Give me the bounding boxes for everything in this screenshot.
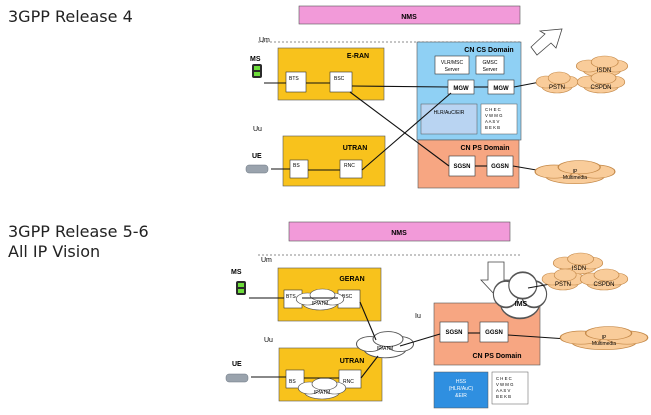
sgsn-box-r5 [439, 321, 469, 343]
ms-label-r5: MS [231, 269, 242, 276]
interface-iu-r5: Iu [415, 313, 421, 320]
bts-label-r4: BTS [289, 76, 299, 82]
ms-device-r4: MS [250, 56, 262, 78]
ue-device-r5: UE [225, 361, 249, 383]
hlr-label-r4: HLR/AuC/EIR [434, 110, 465, 116]
gmsc-label-r4-1: GMSC [483, 60, 498, 66]
gmsc-label-r4-2: Server [483, 67, 498, 73]
hss-label-r5-3: &EIR [455, 393, 467, 399]
cspdn-label-r4: CSPDN [590, 85, 611, 91]
nms-bar-r5 [288, 221, 511, 242]
ps-domain-title-r4: CN PS Domain [460, 145, 509, 152]
matrix-row-r5-3: A A S V [496, 388, 510, 393]
isdn-label-r5: ISDN [572, 266, 586, 272]
ggsn-label-r4: GGSN [491, 164, 509, 170]
core-ipatm-label: IP/ATM [377, 346, 393, 352]
ip-multimedia-label-r4-2: Multimedia [563, 175, 587, 181]
bs-label-r5: BS [289, 379, 296, 385]
bsc-label-r5: BSC [342, 294, 353, 300]
vlr-box-r4 [434, 55, 470, 75]
gmsc-box-r4 [475, 55, 505, 75]
sgsn-label-r4: SGSN [453, 164, 470, 170]
mgw-left-label-r4: MGW [453, 86, 469, 92]
bts-label-r5: BTS [286, 294, 296, 300]
hss-label-r5-2: (HLR/AuC) [449, 386, 474, 392]
bsc-box-r4 [329, 71, 353, 93]
ims-label: IMS [515, 301, 528, 308]
ue-label-r5: UE [232, 361, 242, 368]
interface-um-r4: Um [259, 37, 270, 44]
ggsn-label-r5: GGSN [485, 330, 503, 336]
isdn-label-r4: ISDN [597, 68, 611, 74]
bsc-label-r4: BSC [334, 76, 345, 82]
cspdn-label-r5: CSPDN [593, 282, 614, 288]
hlr-box-r4 [420, 103, 478, 135]
utran-title-r4: UTRAN [343, 145, 368, 152]
cs-domain-title-r4: CN CS Domain [464, 47, 513, 54]
release4-title: 3GPP Release 4 [8, 7, 133, 26]
bs-label-r4: BS [293, 163, 300, 169]
ue-label-r4: UE [252, 153, 262, 160]
vlr-label-r4-1: VLR/MSC [441, 60, 464, 66]
vlr-label-r4-2: Server [445, 67, 460, 73]
interface-um-r5: Um [261, 257, 272, 264]
ggsn-box-r5 [479, 321, 509, 343]
rnc-box-r5 [338, 369, 362, 389]
ip-multimedia-label-r5-2: Multimedia [592, 341, 616, 347]
pstn-label-r5: PSTN [555, 282, 571, 288]
eran-title-r4: E-RAN [347, 53, 369, 60]
interface-uu-r4: Uu [253, 126, 262, 133]
matrix-row-r4-4: B E K B [485, 125, 500, 130]
links-r5 [249, 282, 583, 379]
matrix-row-r5-4: B E K B [496, 394, 511, 399]
node-matrix-r4 [480, 103, 518, 135]
callout-arrow-r4 [530, 28, 563, 56]
matrix-row-r4-2: V W M G [485, 113, 503, 118]
bs-box-r5 [285, 369, 305, 389]
mgw-right-label-r4: MGW [493, 86, 509, 92]
matrix-row-r4-1: C H E C [485, 107, 501, 112]
geran-title-r5: GERAN [339, 276, 364, 283]
matrix-row-r5-2: V W M G [496, 382, 514, 387]
ip-multimedia-label-r5-1: IP [602, 335, 607, 341]
utran-title-r5: UTRAN [340, 358, 365, 365]
matrix-row-r4-3: A A S V [485, 119, 499, 124]
utran-ipatm-label: IP/ATM [314, 390, 330, 396]
matrix-row-r5-1: C H E C [496, 376, 512, 381]
ip-multimedia-label-r4-1: IP [573, 169, 578, 175]
rnc-label-r4: RNC [344, 163, 355, 169]
rnc-label-r5: RNC [343, 379, 354, 385]
links-r4 [264, 81, 549, 173]
release5-title: 3GPP Release 5-6 [8, 222, 149, 241]
bts-box-r4 [285, 71, 307, 93]
nms-label-r4: NMS [401, 14, 417, 21]
sgsn-label-r5: SGSN [445, 330, 462, 336]
pstn-label-r4: PSTN [549, 85, 565, 91]
node-matrix-r5 [491, 371, 529, 405]
ms-label-r4: MS [250, 56, 261, 63]
ms-device-r5: MS [231, 269, 246, 295]
nms-bar-r4 [298, 5, 521, 25]
hss-box-r5 [433, 371, 489, 409]
ps-domain-title-r5: CN PS Domain [472, 353, 521, 360]
geran-ipatm-label: IP/ATM [312, 301, 328, 307]
ue-device-r4: UE [245, 153, 269, 174]
release5-subtitle: All IP Vision [8, 242, 101, 261]
nms-label-r5: NMS [391, 230, 407, 237]
interface-uu-r5: Uu [264, 337, 273, 344]
rnc-box-r4 [339, 159, 363, 179]
hss-label-r5-1: HSS [456, 379, 467, 385]
